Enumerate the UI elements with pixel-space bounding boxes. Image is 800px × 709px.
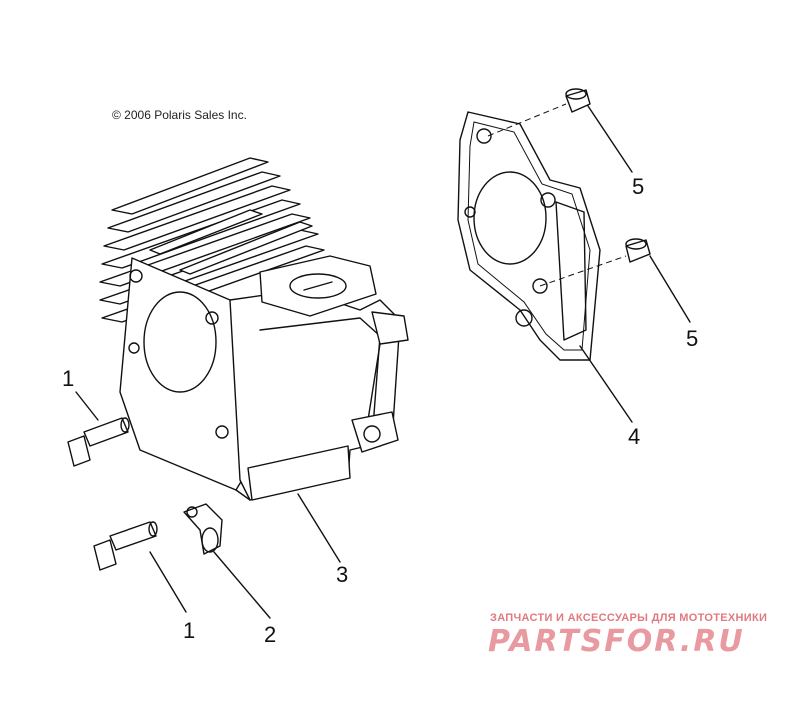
bolt-upper [67,417,130,467]
callout-bolt-lower: 1 [183,618,196,643]
clamp [183,503,223,555]
cylinder [99,157,409,501]
leader-lines [75,105,691,619]
callout-dowel-lower: 5 [686,326,699,351]
callout-clamp: 2 [264,622,277,647]
dowel-lower [625,238,651,263]
watermark-subtitle: ЗАПЧАСТИ И АКСЕССУАРЫ ДЛЯ МОТОТЕХНИКИ [490,612,768,624]
dowel-upper [565,88,591,113]
dowel-upper-alignment-line [487,103,567,137]
callout-dowel-upper: 5 [632,174,645,199]
dowel-lower-alignment-line [539,255,627,287]
bolt-lower [93,521,158,571]
head-gasket [457,111,601,361]
callout-gasket: 4 [628,424,641,449]
copyright-notice: © 2006 Polaris Sales Inc. [112,108,247,122]
watermark-brand: PARTSFOR.RU [488,624,745,659]
callout-cylinder: 3 [336,562,349,587]
callout-bolt-upper: 1 [62,366,75,391]
